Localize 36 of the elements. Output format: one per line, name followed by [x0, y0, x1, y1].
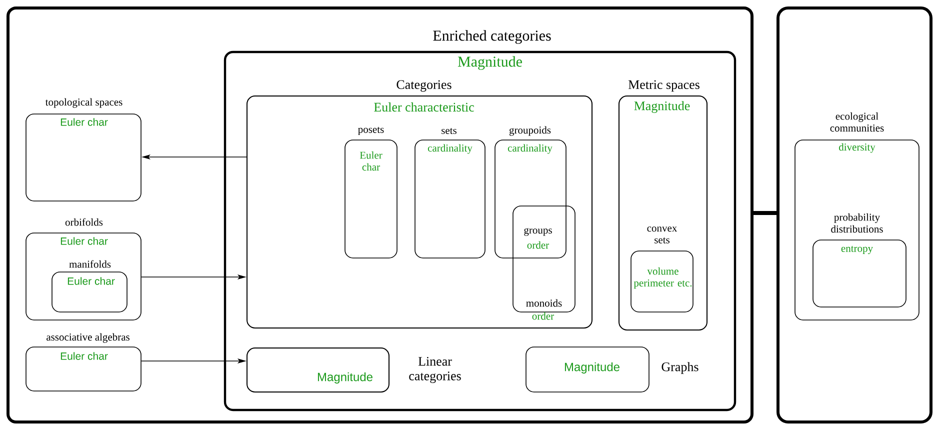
box-heading: manifolds	[69, 260, 111, 268]
measure-label: Magnitude	[458, 56, 522, 70]
box-heading: Categories	[396, 80, 452, 92]
panel-box	[776, 6, 932, 424]
box-heading: Enriched categories	[433, 30, 551, 44]
measure-label: entropy	[841, 246, 873, 254]
box-heading: orbifolds	[65, 218, 103, 226]
side-label: Graphs	[662, 362, 698, 374]
box-heading: ecological communities	[830, 112, 884, 132]
measure-label: volume perimeter etc.	[634, 267, 692, 289]
box-heading: topological spaces	[46, 98, 122, 108]
measure-label: diversity	[839, 143, 876, 153]
measure-label: Euler char	[68, 277, 115, 285]
overlap-label: groups	[524, 228, 552, 236]
measure-label: Euler char	[60, 237, 108, 245]
box-heading: groupoids	[509, 126, 551, 136]
box-heading: associative algebras	[46, 333, 130, 343]
box-heading: sets	[442, 128, 456, 134]
box-heading: monoids	[526, 299, 562, 307]
overlap-label: order	[527, 241, 549, 249]
measure-label: Euler char	[60, 352, 108, 360]
connector-bar	[754, 211, 776, 215]
box-heading: convex sets	[647, 226, 678, 244]
measure-label: Magnitude	[564, 362, 620, 374]
measure-label: Euler char	[360, 151, 382, 171]
measure-label: order	[532, 312, 554, 320]
measure-label: Euler char	[60, 118, 108, 126]
measure-label: Magnitude	[318, 372, 372, 384]
box-heading: probability distributions	[831, 213, 883, 233]
measure-label: cardinality	[508, 144, 552, 154]
box-heading: Metric spaces	[628, 80, 700, 92]
measure-label: cardinality	[428, 144, 472, 154]
measure-label: Magnitude	[634, 101, 690, 113]
box-heading: posets	[358, 126, 384, 136]
measure-label: Euler characteristic	[374, 102, 474, 112]
side-label: Linear categories	[409, 356, 461, 383]
